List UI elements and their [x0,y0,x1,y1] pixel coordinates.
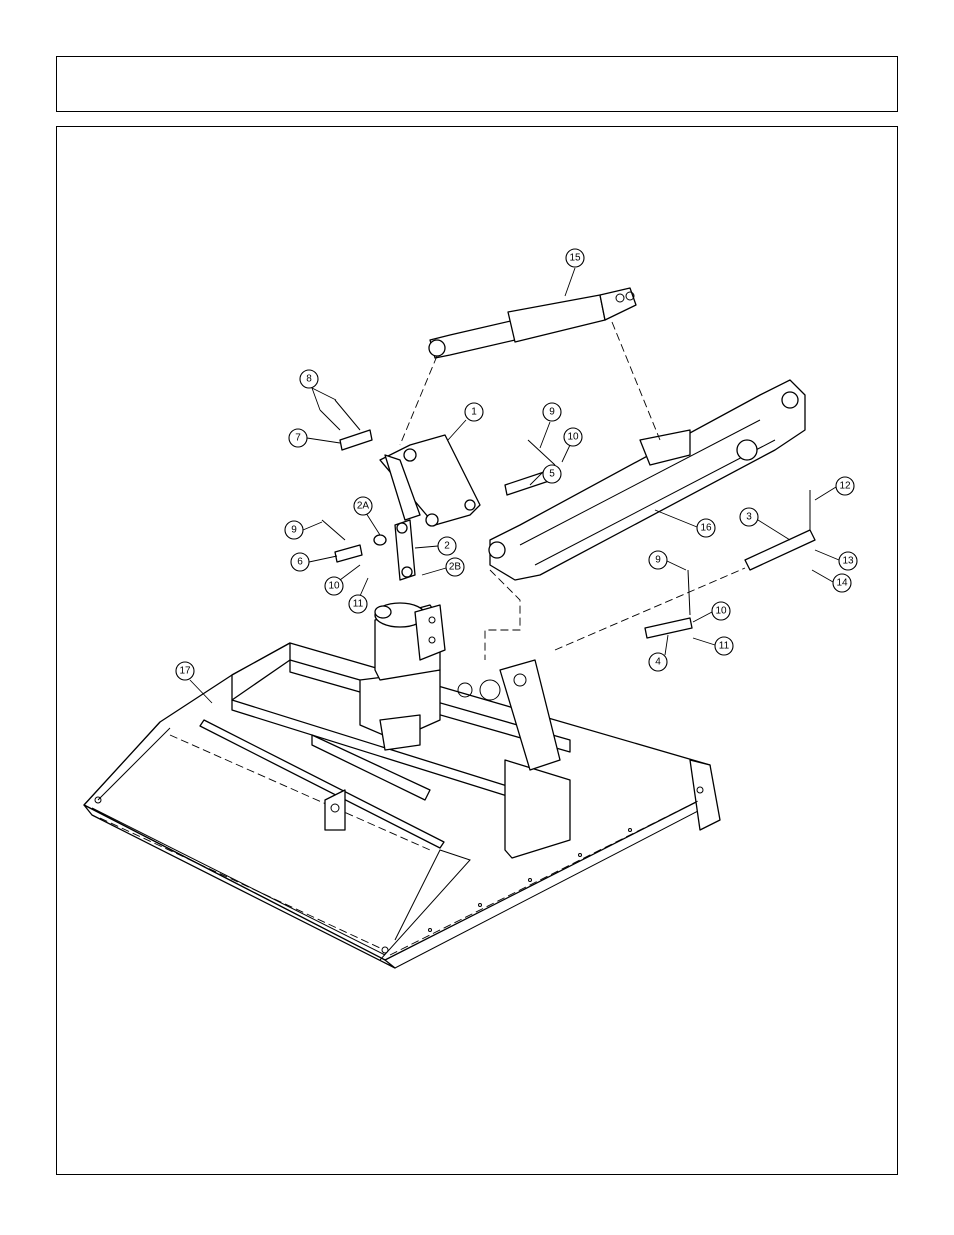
svg-text:10: 10 [715,606,727,617]
svg-text:8: 8 [306,374,312,385]
svg-text:10: 10 [328,581,340,592]
callout-15: 15 [565,249,584,296]
svg-text:9: 9 [291,525,297,536]
callout-9-right: 9 [649,551,686,570]
callout-2: 2 [415,537,456,555]
callout-13: 13 [815,550,857,570]
link-arm [395,520,415,580]
callout-11-left: 11 [349,578,368,613]
svg-text:11: 11 [719,641,730,652]
callout-1: 1 [448,403,483,440]
svg-text:9: 9 [549,407,555,418]
svg-text:16: 16 [700,523,712,534]
svg-text:2B: 2B [449,562,462,573]
callout-14: 14 [812,570,851,592]
svg-text:7: 7 [295,433,301,444]
svg-text:5: 5 [549,469,555,480]
svg-text:17: 17 [179,666,191,677]
callout-8: 8 [300,370,336,410]
svg-text:15: 15 [569,253,581,264]
callout-2A: 2A [354,497,380,535]
callout-10-left: 10 [325,565,360,595]
callout-10-right: 10 [693,602,730,622]
callout-12: 12 [815,477,854,500]
svg-text:11: 11 [353,599,364,610]
callout-3: 3 [740,508,790,540]
callout-16: 16 [655,510,715,537]
callout-4: 4 [649,635,668,671]
svg-text:14: 14 [836,578,848,589]
svg-text:6: 6 [297,557,303,568]
callout-6: 6 [291,553,337,571]
svg-text:1: 1 [471,407,477,418]
callout-17: 17 [176,662,212,703]
svg-text:9: 9 [655,555,661,566]
callout-10-upper: 10 [562,428,582,462]
svg-text:2: 2 [444,541,450,552]
callout-11-right: 11 [693,637,733,655]
svg-text:2A: 2A [357,501,370,512]
callout-9-left: 9 [285,521,322,539]
svg-text:4: 4 [655,657,661,668]
lift-link [380,435,480,526]
top-link [400,288,660,445]
svg-text:12: 12 [839,481,851,492]
callout-2B: 2B [422,558,464,576]
callout-9-upper: 9 [540,403,561,448]
svg-text:10: 10 [567,432,579,443]
svg-text:3: 3 [746,512,752,523]
callout-7: 7 [289,429,340,447]
svg-text:13: 13 [842,556,854,567]
